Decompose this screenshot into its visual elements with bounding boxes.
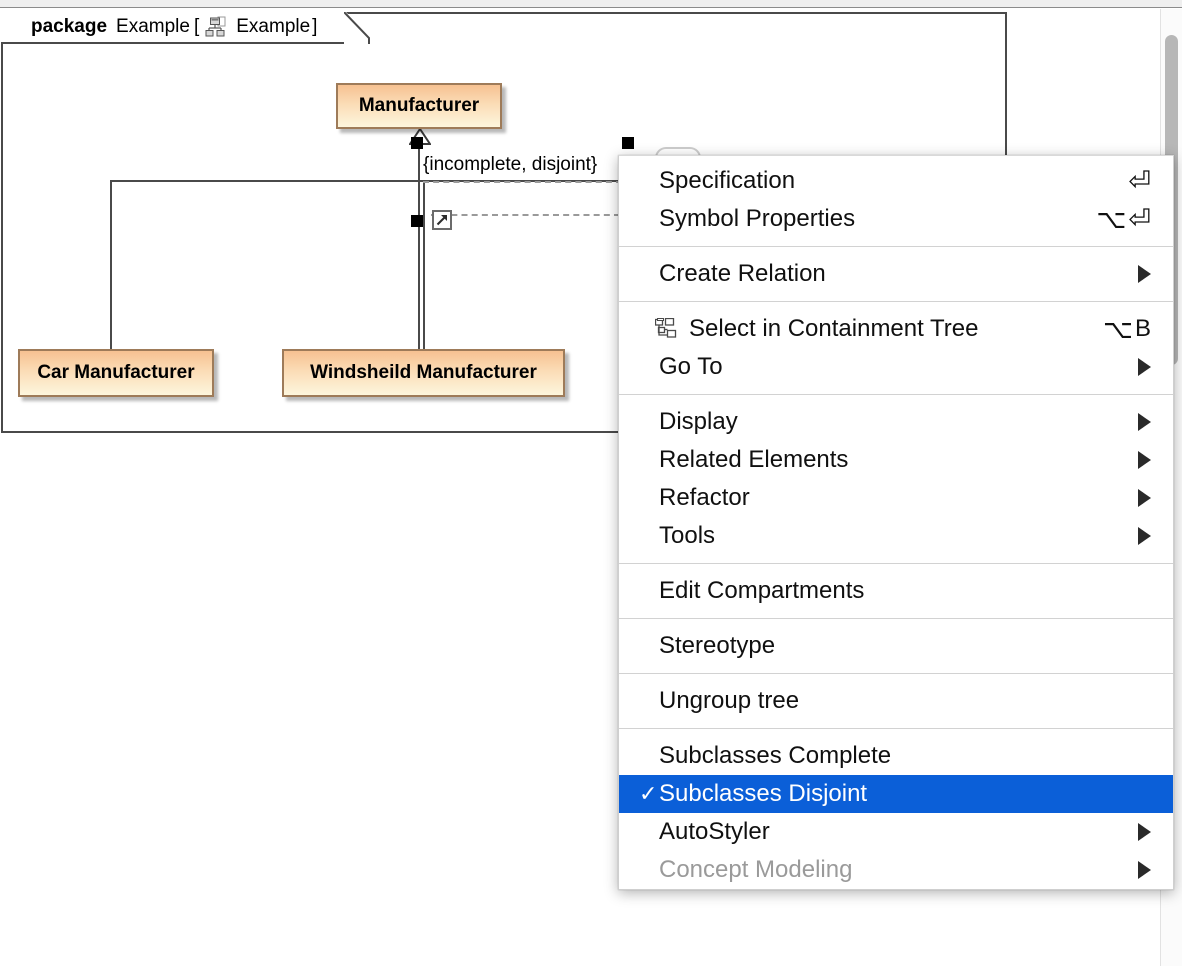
menu-item-label: Tools [659, 522, 716, 549]
menu-group: Create Relation [619, 255, 1173, 293]
submenu-arrow-icon [1138, 451, 1151, 469]
class-box-windsheild-manufacturer[interactable]: Windsheild Manufacturer [282, 349, 565, 397]
package-name: Example [116, 16, 190, 37]
menu-item-display[interactable]: Display [619, 403, 1173, 441]
menu-item-subclasses-complete[interactable]: Subclasses Complete [619, 737, 1173, 775]
generalization-set-constraint-label[interactable]: {incomplete, disjoint} [423, 154, 598, 175]
package-keyword: package [31, 16, 108, 37]
generalization-line-horizontal [110, 180, 630, 182]
return-key-icon: ⏎ [1128, 165, 1151, 196]
menu-item-label: Select in Containment Tree [689, 315, 979, 342]
menu-item-refactor[interactable]: Refactor [619, 479, 1173, 517]
submenu-arrow-icon [1138, 265, 1151, 283]
menu-item-edit-compartments[interactable]: Edit Compartments [619, 572, 1173, 610]
menu-item-symbol-properties[interactable]: Symbol Properties ⌥⏎ [619, 200, 1173, 238]
package-bracket-close: ] [312, 16, 318, 37]
containment-tree-icon [654, 317, 679, 340]
class-box-car-manufacturer[interactable]: Car Manufacturer [18, 349, 214, 397]
selection-handle-middle[interactable] [411, 215, 423, 227]
menu-separator [619, 673, 1173, 674]
selection-handle-right[interactable] [622, 137, 634, 149]
menu-separator [619, 394, 1173, 395]
menu-item-ungroup-tree[interactable]: Ungroup tree [619, 682, 1173, 720]
menu-separator [619, 728, 1173, 729]
menu-item-label: Edit Compartments [659, 577, 865, 604]
option-key-icon: ⌥ [1096, 204, 1127, 234]
return-key-icon: ⏎ [1128, 203, 1151, 234]
menu-item-go-to[interactable]: Go To [619, 348, 1173, 386]
menu-item-label: AutoStyler [659, 818, 770, 845]
menu-item-shortcut: ⏎ [1128, 165, 1151, 196]
class-diagram-icon [205, 16, 227, 38]
menu-item-stereotype[interactable]: Stereotype [619, 627, 1173, 665]
context-menu[interactable]: Specification⏎Symbol Properties⌥⏎Create … [618, 155, 1174, 890]
menu-item-label: Refactor [659, 484, 750, 511]
diagram-name: Example [236, 16, 311, 37]
go-to-arrow-icon[interactable] [432, 210, 452, 230]
menu-separator [619, 301, 1173, 302]
submenu-arrow-icon [1138, 413, 1151, 431]
generalization-line-branch-windsheild [423, 180, 425, 350]
generalization-line-branch-car [110, 180, 112, 350]
menu-item-shortcut: ⌥B [1103, 316, 1151, 342]
shortcut-key: B [1134, 315, 1151, 342]
menu-separator [619, 246, 1173, 247]
selection-handle-top[interactable] [411, 137, 423, 149]
menu-item-label: Concept Modeling [659, 856, 853, 883]
menu-item-label: Create Relation [659, 260, 826, 287]
menu-item-related-elements[interactable]: Related Elements [619, 441, 1173, 479]
submenu-arrow-icon [1138, 358, 1151, 376]
submenu-arrow-icon [1138, 489, 1151, 507]
generalization-line-vertical-main [418, 143, 420, 349]
menu-group: Select in Containment Tree ⌥B Go To [619, 310, 1173, 386]
submenu-arrow-icon [1138, 823, 1151, 841]
menu-item-label: Related Elements [659, 446, 849, 473]
package-header[interactable]: package Example [ Example ] [1, 12, 320, 42]
menu-group: Stereotype [619, 627, 1173, 665]
menu-item-label: Specification [659, 167, 796, 194]
menu-item-label: Go To [659, 353, 723, 380]
class-box-manufacturer[interactable]: Manufacturer [336, 83, 502, 129]
menu-item-label: Display [659, 408, 738, 435]
menu-item-subclasses-disjoint[interactable]: ✓Subclasses Disjoint [619, 775, 1173, 813]
option-key-icon: ⌥ [1103, 314, 1133, 344]
menu-item-label: Subclasses Disjoint [659, 780, 868, 807]
menu-item-concept-modeling: Concept Modeling [619, 851, 1173, 889]
menu-item-specification[interactable]: Specification ⏎ [619, 162, 1173, 200]
generalization-set-dashed-top [423, 181, 683, 183]
menu-group: Ungroup tree [619, 682, 1173, 720]
menu-item-select-in-containment-tree[interactable]: Select in Containment Tree ⌥B [619, 310, 1173, 348]
package-bracket-open: [ [193, 16, 200, 37]
menu-item-label: Subclasses Complete [659, 742, 892, 769]
menu-item-label: Ungroup tree [659, 687, 800, 714]
checkmark-icon: ✓ [639, 781, 658, 806]
menu-group: Edit Compartments [619, 572, 1173, 610]
menu-item-label: Stereotype [659, 632, 776, 659]
menu-separator [619, 618, 1173, 619]
window-top-strip [0, 0, 1182, 8]
menu-item-label: Symbol Properties [659, 205, 856, 232]
generalization-set-dashed-bottom [431, 214, 681, 216]
menu-group: Specification ⏎ Symbol Properties ⌥⏎ [619, 162, 1173, 238]
menu-item-shortcut: ⌥⏎ [1096, 203, 1151, 234]
submenu-arrow-icon [1138, 861, 1151, 879]
menu-separator [619, 563, 1173, 564]
menu-item-tools[interactable]: Tools [619, 517, 1173, 555]
menu-item-autostyler[interactable]: AutoStyler [619, 813, 1173, 851]
menu-item-create-relation[interactable]: Create Relation [619, 255, 1173, 293]
submenu-arrow-icon [1138, 527, 1151, 545]
